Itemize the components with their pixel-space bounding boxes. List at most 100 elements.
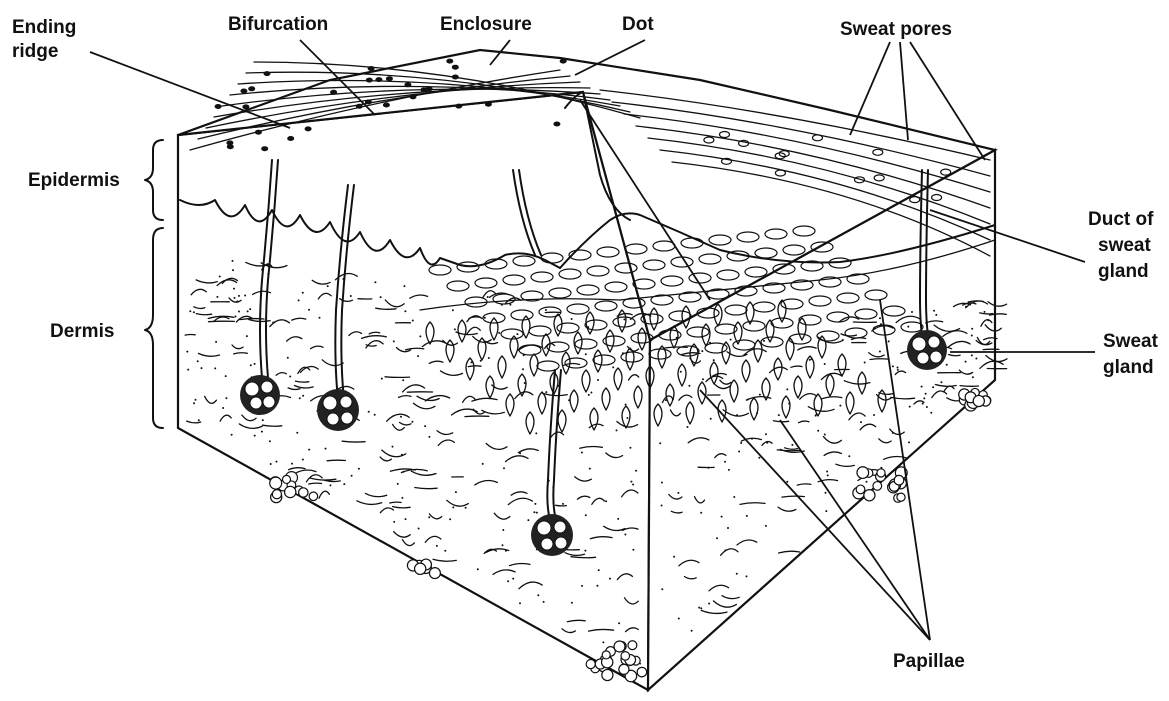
fat-cell <box>857 467 869 479</box>
dermis-speck <box>358 468 360 470</box>
dermis-speck <box>261 431 263 433</box>
sweat-pore-dot <box>264 71 271 76</box>
dermis-speck <box>908 441 910 443</box>
dermis-speck <box>234 297 236 299</box>
dermis-speck <box>587 326 589 328</box>
dermis-speck <box>665 399 667 401</box>
dermis-speck <box>727 527 729 529</box>
dermis-speck <box>214 367 216 369</box>
dermis-speck <box>678 618 680 620</box>
dermis-speck <box>215 341 217 343</box>
dermis-speck <box>287 357 289 359</box>
dermis-speck <box>289 376 291 378</box>
dermis-speck <box>187 369 189 371</box>
fat-cell <box>637 667 647 677</box>
dermis-speck <box>926 406 928 408</box>
sweat-pore-dot <box>452 65 459 70</box>
dermis-speck <box>401 454 403 456</box>
dermis-speck <box>946 364 948 366</box>
dermis-speck <box>626 417 628 419</box>
label-dot: Dot <box>622 14 654 35</box>
dermis-speck <box>713 359 715 361</box>
dermis-speck <box>412 320 414 322</box>
fat-cell <box>856 485 865 494</box>
dermis-speck <box>984 311 986 313</box>
dermis-speck <box>879 351 881 353</box>
dermis-speck <box>965 361 967 363</box>
label-enclosure: Enclosure <box>440 14 532 35</box>
dermis-speck <box>374 414 376 416</box>
fat-cell <box>973 395 984 406</box>
dermis-speck <box>417 355 419 357</box>
dermis-speck <box>428 436 430 438</box>
dermis-speck <box>380 296 382 298</box>
fat-cell <box>864 490 875 501</box>
dermis-speck <box>238 295 240 297</box>
dermis-speck <box>397 483 399 485</box>
dermis-fiber <box>385 377 410 378</box>
dermis-speck <box>488 357 490 359</box>
dermis-speck <box>571 318 573 320</box>
dermis-speck <box>374 281 376 283</box>
sweat-pore-dot <box>383 103 390 108</box>
sweat-pore-dot <box>452 75 459 80</box>
dermis-speck <box>424 425 426 427</box>
dermis-speck <box>368 411 370 413</box>
dermis-speck <box>195 399 197 401</box>
label-ending-ridge-1: Ending <box>12 17 76 38</box>
dermis-speck <box>634 323 636 325</box>
dermis-speck <box>480 360 482 362</box>
dermis-speck <box>571 602 573 604</box>
fat-cell <box>614 641 625 652</box>
fat-cell <box>877 469 885 477</box>
dermis-speck <box>933 310 935 312</box>
dermis-speck <box>299 397 301 399</box>
dermis-speck <box>987 319 989 321</box>
dermis-brace <box>145 228 163 428</box>
dermis-speck <box>691 630 693 632</box>
dermis-speck <box>932 386 934 388</box>
dermis-speck <box>842 339 844 341</box>
dermis-speck <box>216 296 218 298</box>
dermis-speck <box>447 343 449 345</box>
dermis-speck <box>925 393 927 395</box>
dermis-speck <box>612 366 614 368</box>
dermis-speck <box>244 295 246 297</box>
dermis-speck <box>418 528 420 530</box>
dermis-speck <box>975 358 977 360</box>
dermis-speck <box>302 459 304 461</box>
dermis-speck <box>505 550 507 552</box>
fat-cell <box>415 563 426 574</box>
sweat-gland-coil <box>531 514 573 556</box>
dermis-speck <box>824 434 826 436</box>
label-duct-3: gland <box>1098 261 1149 282</box>
dermis-speck <box>817 430 819 432</box>
dermis-speck <box>254 363 256 365</box>
dermis-speck <box>455 491 457 493</box>
fat-cell <box>586 660 595 669</box>
dermis-speck <box>897 367 899 369</box>
dermis-speck <box>765 525 767 527</box>
dermis-speck <box>736 414 738 416</box>
dermis-speck <box>402 379 404 381</box>
sweat-gland-coil <box>907 330 947 370</box>
dermis-speck <box>738 451 740 453</box>
dermis-speck <box>411 421 413 423</box>
dermis-speck <box>454 328 456 330</box>
dermis-speck <box>249 308 251 310</box>
dermis-speck <box>825 510 827 512</box>
dermis-speck <box>759 394 761 396</box>
dermis-speck <box>302 395 304 397</box>
dermis-speck <box>231 434 233 436</box>
dermis-fiber <box>870 359 888 360</box>
dermis-speck <box>537 594 539 596</box>
fat-cell <box>628 641 637 650</box>
dermis-speck <box>730 339 732 341</box>
dermis-speck <box>428 516 430 518</box>
dermis-speck <box>401 497 403 499</box>
sweat-gland-coil <box>317 389 359 431</box>
dermis-speck <box>393 521 395 523</box>
dermis-speck <box>701 350 703 352</box>
label-papillae: Papillae <box>893 651 965 672</box>
